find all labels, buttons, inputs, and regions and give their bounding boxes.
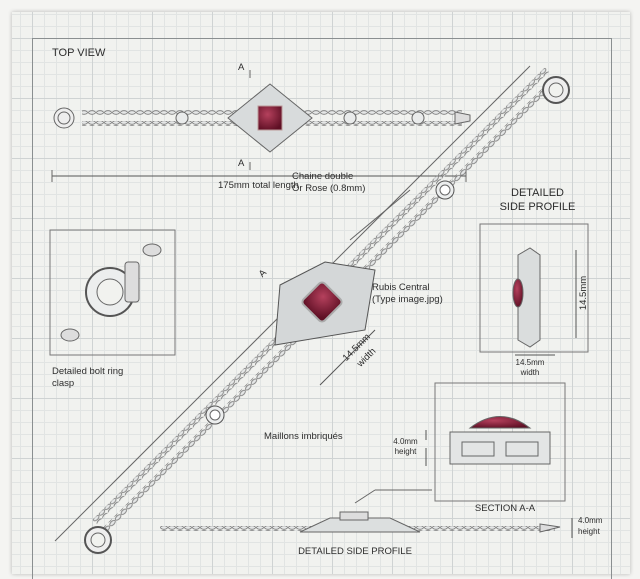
chain-label-2: Or Rose (0.8mm)	[292, 183, 366, 194]
section-box	[434, 382, 566, 502]
section-marker-top: A	[238, 62, 245, 73]
top-view-bracelet	[51, 70, 471, 182]
main-bracelet	[54, 65, 570, 554]
side-profile-width-2: width	[520, 368, 540, 377]
section-title: SECTION A-A	[474, 503, 536, 514]
side-profile-box	[479, 223, 589, 353]
ruby-label-1: Rubis Central	[372, 282, 430, 293]
links-label: Maillons imbriqués	[264, 431, 343, 442]
chain-label-1: Chaine double	[292, 171, 354, 182]
section-height-1: 4.0mm	[393, 437, 418, 446]
bottom-profile-title: DETAILED SIDE PROFILE	[298, 546, 412, 557]
clasp-detail-box	[49, 229, 176, 356]
bottom-height-2: height	[578, 527, 600, 536]
clasp-label-2: clasp	[52, 378, 75, 389]
section-height-2: height	[394, 447, 417, 456]
ruby-label-2: (Type image.jpg)	[372, 294, 443, 305]
side-profile-title-1: DETAILED	[511, 187, 564, 199]
bottom-height-1: 4.0mm	[578, 516, 603, 525]
side-profile-title-2: SIDE PROFILE	[499, 201, 576, 213]
section-marker-bottom: A	[238, 158, 245, 169]
side-profile-width-1: 14.5mm	[515, 358, 545, 367]
total-length-label: 175mm total length	[218, 180, 299, 191]
clasp-ring	[53, 107, 75, 129]
drawing-frame	[32, 38, 612, 579]
top-view-title: TOP VIEW	[52, 47, 106, 59]
clasp-label-1: Detailed bolt ring	[52, 366, 124, 377]
side-profile-height: 14.5mm	[578, 275, 590, 311]
